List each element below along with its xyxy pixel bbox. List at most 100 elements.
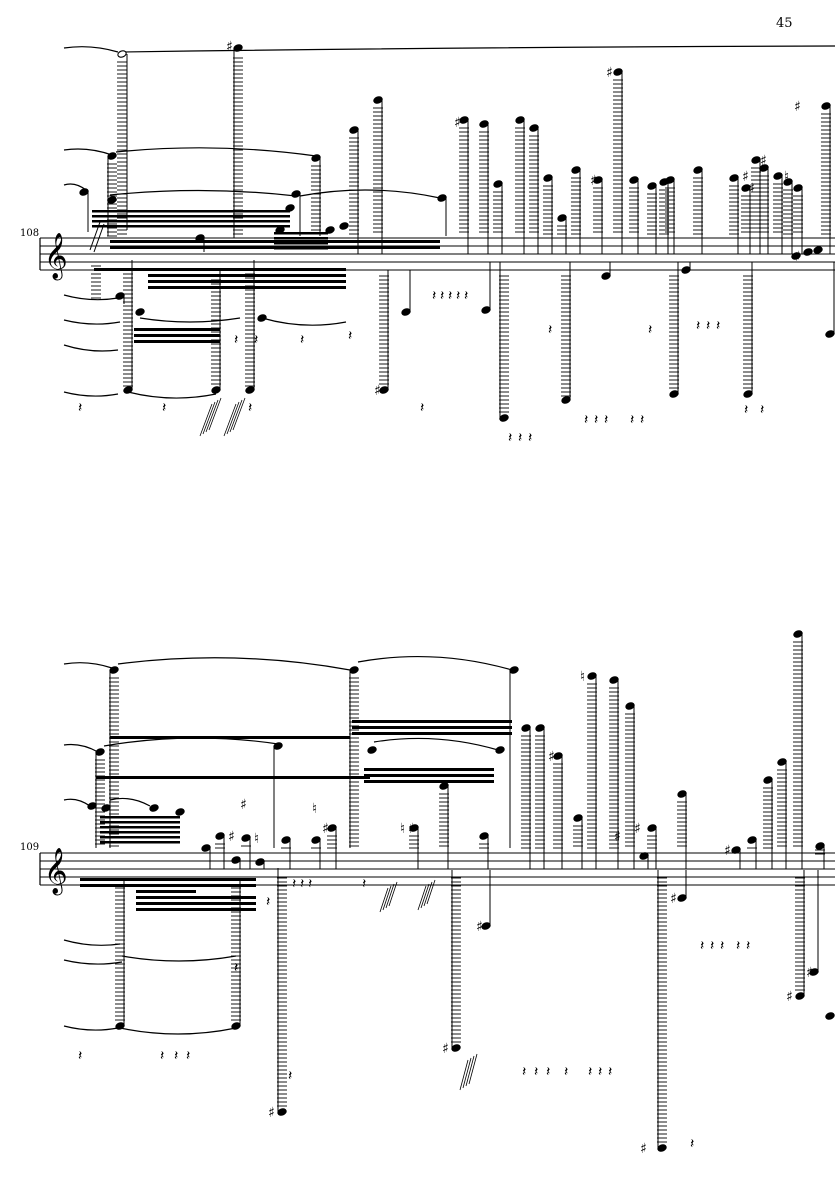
notehead [729,174,739,182]
beam [148,280,346,283]
tie [103,737,279,747]
page-number: 45 [776,16,793,31]
tremolo-slash [89,221,101,251]
notehead [495,746,505,754]
quarter-rest: 𝄽 [300,876,304,892]
notehead [135,308,145,316]
beam [352,732,512,735]
quarter-rest: 𝄽 [640,412,644,428]
quarter-rest: 𝄽 [564,1064,568,1080]
quarter-rest: 𝄽 [706,318,710,334]
quarter-rest: 𝄽 [420,400,424,416]
notehead [629,176,639,184]
tie [373,737,499,751]
tremolo-slash [417,885,427,911]
quarter-rest: 𝄽 [254,332,258,348]
notehead [647,824,657,832]
quarter-rest: 𝄽 [518,430,522,446]
natural-sign: ♮ [784,169,789,185]
notehead [639,852,649,860]
notehead [657,1144,667,1152]
sharp-sign: ♯ [240,797,247,813]
tie [63,344,119,352]
quarter-rest: 𝄽 [292,876,296,892]
tremolo-slash [208,397,222,431]
sharp-sign: ♯ [228,829,235,845]
sharp-sign: ♯ [454,115,461,131]
notehead [107,196,117,204]
beam [136,908,256,911]
beam [92,215,290,218]
notehead [277,1108,287,1116]
beam [134,328,220,331]
natural-sign: ♮ [580,669,585,685]
tie [63,798,91,807]
notehead [349,126,359,134]
notehead [751,156,761,164]
sharp-sign: ♯ [322,821,329,837]
beam [100,831,180,834]
quarter-rest: 𝄽 [248,400,252,416]
tie [127,391,217,399]
tremolo-slash [426,879,436,905]
tie [63,939,121,946]
tie [63,959,123,965]
tie [261,317,347,326]
notehead [367,746,377,754]
tremolo-slash [379,887,389,913]
sharp-sign: ♯ [614,829,621,845]
sharp-sign: ♯ [548,749,555,765]
notehead [731,846,741,854]
notehead [821,102,831,110]
tremolo-slash [465,1055,475,1087]
quarter-rest: 𝄽 [528,430,532,446]
quarter-rest: 𝄽 [744,402,748,418]
beam [136,896,256,899]
sharp-sign: ♯ [742,169,749,185]
natural-sign: ♮ [400,821,405,837]
notehead [117,50,127,58]
notehead [587,672,597,680]
sharp-sign: ♯ [268,1105,275,1121]
quarter-rest: 𝄽 [300,332,304,348]
beam [134,334,220,337]
beam [364,774,494,777]
sharp-sign: ♯ [786,989,793,1005]
beam [274,232,328,235]
beam [100,841,180,844]
notehead [479,832,489,840]
quarter-rest: 𝄽 [760,402,764,418]
notehead [773,172,783,180]
quarter-rest: 𝄽 [234,332,238,348]
sharp-sign: ♯ [794,99,801,115]
tie [63,148,113,156]
beam [94,268,346,271]
notehead [825,330,835,338]
notehead [101,804,111,812]
tremolo-slash [223,403,237,437]
notehead [285,204,295,212]
notehead [281,836,291,844]
quarter-rest: 𝄽 [696,318,700,334]
tremolo-slash [202,401,216,435]
quarter-rest: 𝄽 [584,412,588,428]
tremolo-slash [385,883,395,909]
notehead [573,814,583,822]
notehead [783,178,793,186]
beam [134,340,220,343]
quarter-rest: 𝄽 [174,1048,178,1064]
treble-clef: 𝄞 [44,233,68,281]
notehead [437,194,447,202]
quarter-rest: 𝄽 [266,894,270,910]
quarter-rest: 𝄽 [594,412,598,428]
beam [352,726,512,729]
notehead [149,804,159,812]
beam [148,274,346,277]
quarter-rest: 𝄽 [186,1048,190,1064]
quarter-rest: 𝄽 [710,938,714,954]
notehead [825,1012,835,1020]
notehead [255,858,265,866]
notehead [515,116,525,124]
quarter-rest: 𝄽 [308,876,312,892]
sharp-sign: ♯ [670,891,677,907]
